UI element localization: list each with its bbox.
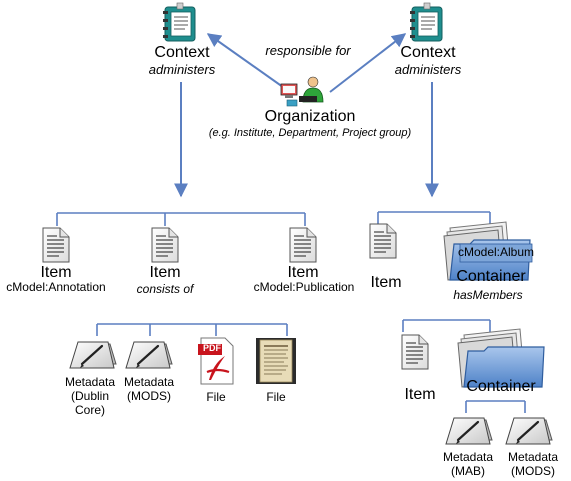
item-consists-title: Item [149, 264, 181, 281]
right-item-doc-icon [369, 223, 397, 259]
pdf-file-label: File [206, 390, 226, 404]
metadata-dublin-core-icon [68, 340, 118, 370]
item-publication-title: Item [287, 264, 319, 281]
scanned-file-icon [256, 338, 296, 384]
member-item-title: Item [404, 386, 436, 403]
album-badge-box [459, 243, 533, 263]
arrow-to-left-context [206, 33, 291, 93]
right-context-role: administers [394, 62, 462, 77]
metadata-mab-line1: Metadata [442, 450, 494, 464]
metadata-mods-right-line2: (MODS) [511, 464, 555, 478]
metadata-mods-right-line1: Metadata [507, 450, 559, 464]
metadata-mods-line2: (MODS) [127, 389, 171, 403]
metadata-mods-icon [124, 340, 174, 370]
right-tree-lines [377, 211, 526, 413]
item-annotation-sub: cModel:Annotation [6, 280, 106, 294]
relation-label: responsible for [265, 43, 351, 58]
item-publication-sub: cModel:Publication [253, 280, 355, 294]
pdf-file-icon [198, 337, 234, 385]
metadata-mab-icon [444, 416, 494, 446]
right-item-title: Item [370, 274, 402, 291]
metadata-mods-line1: Metadata [123, 375, 175, 389]
left-tree-lines [56, 212, 306, 336]
member-item-doc-icon [401, 334, 429, 370]
left-context-role: administers [148, 62, 216, 77]
metadata-dublin-line2: (Dublin [70, 389, 109, 403]
organization-subtitle: (e.g. Institute, Department, Project gro… [208, 127, 412, 139]
metadata-mab-line2: (MAB) [451, 464, 485, 478]
album-container-title: Container [456, 268, 526, 285]
right-context-icon [409, 2, 443, 42]
album-badge-label: cModel:Album [457, 245, 535, 259]
left-context-icon [162, 2, 196, 42]
scanned-file-label: File [266, 390, 286, 404]
pdf-badge-label: PDF [203, 343, 221, 353]
arrow-to-right-context [329, 33, 407, 93]
right-context-title: Context [400, 44, 456, 61]
organization-icon [280, 76, 324, 107]
organization-title: Organization [264, 108, 356, 125]
item-annotation-title: Item [40, 264, 72, 281]
item-consists-doc-icon [151, 227, 179, 263]
item-consists-sub: consists of [136, 282, 194, 296]
left-context-title: Context [154, 44, 210, 61]
item-publication-doc-icon [289, 227, 317, 263]
metadata-mods-right-icon [504, 416, 554, 446]
album-container-sub: hasMembers [453, 288, 523, 302]
metadata-dublin-line3: Core) [74, 403, 105, 417]
item-annotation-doc-icon [42, 227, 70, 263]
metadata-dublin-line1: Metadata [64, 375, 116, 389]
member-container-title: Container [466, 378, 536, 395]
